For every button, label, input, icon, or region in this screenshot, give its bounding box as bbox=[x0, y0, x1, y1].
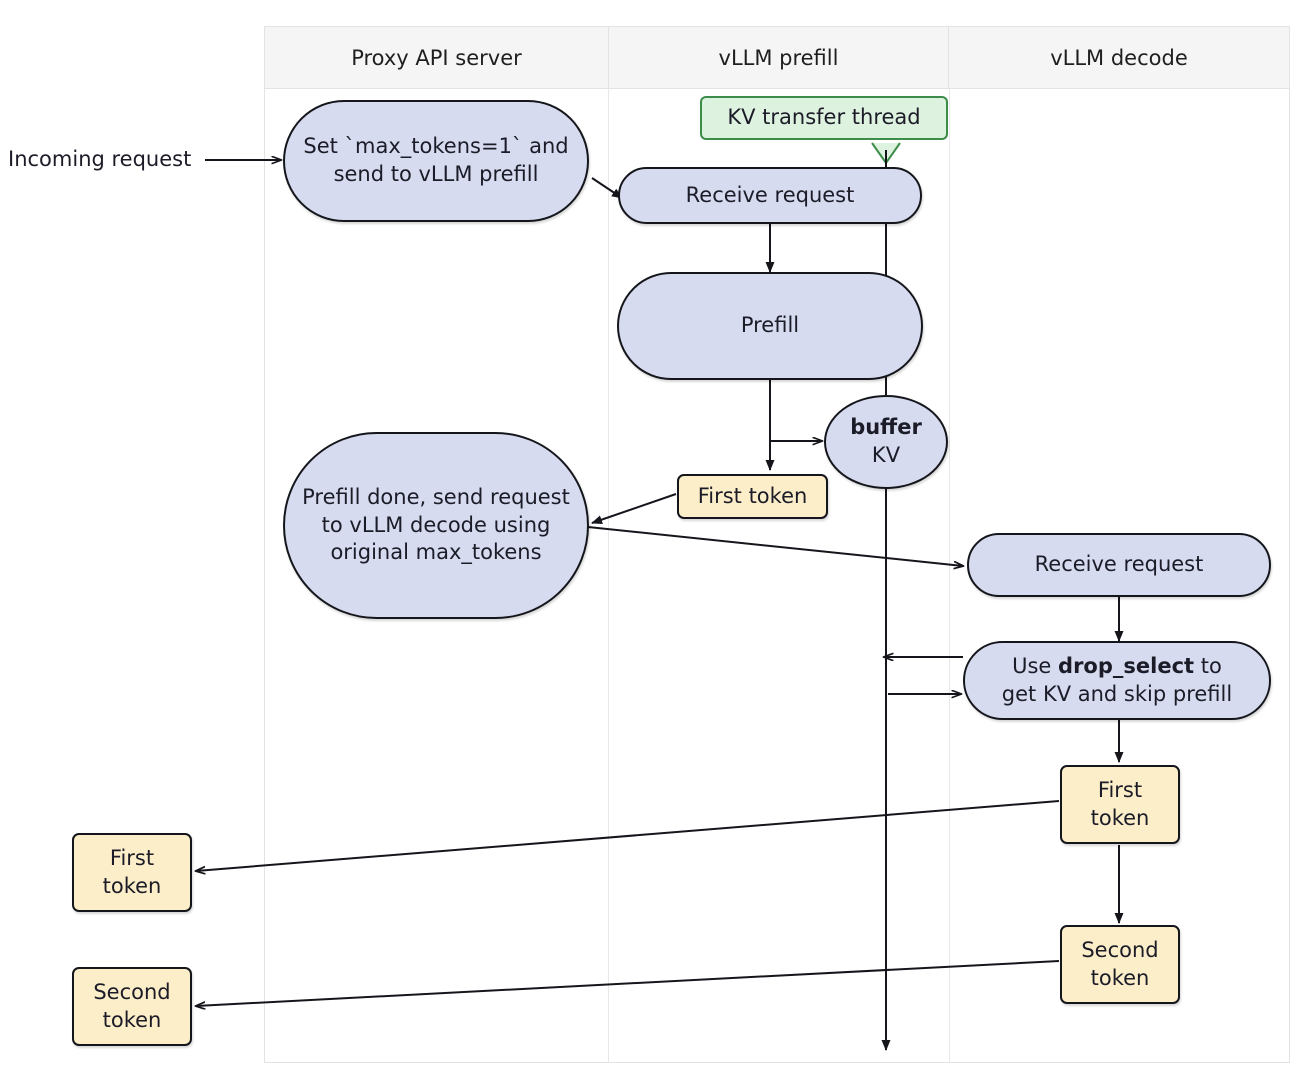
node-set-max-tokens-label: Set `max_tokens=1` and send to vLLM pref… bbox=[303, 134, 569, 186]
lane-divider-prefill-decode bbox=[949, 89, 950, 1062]
node-first-token-output[interactable]: First token bbox=[72, 833, 192, 912]
drop-select-keyword: drop_select bbox=[1058, 653, 1195, 678]
node-first-token-decode[interactable]: First token bbox=[1060, 765, 1180, 844]
node-second-token-output-line1: Second bbox=[93, 979, 171, 1004]
drop-select-text-line2: get KV and skip prefill bbox=[1001, 681, 1233, 706]
node-kv-transfer-thread-label: KV transfer thread bbox=[727, 105, 921, 130]
node-first-token-output-line2: token bbox=[102, 873, 162, 898]
lane-header-decode: vLLM decode bbox=[949, 27, 1289, 88]
node-first-token-output-line1: First bbox=[109, 845, 155, 870]
node-prefill-label: Prefill bbox=[740, 313, 800, 338]
node-first-token-prefill-label: First token bbox=[697, 483, 808, 508]
node-receive-request-prefill[interactable]: Receive request bbox=[618, 167, 922, 224]
lane-divider-proxy-prefill bbox=[608, 89, 609, 1062]
swimlane-header-row: Proxy API server vLLM prefill vLLM decod… bbox=[265, 27, 1289, 89]
lane-header-prefill-label: vLLM prefill bbox=[718, 45, 839, 70]
node-receive-request-prefill-label: Receive request bbox=[685, 182, 855, 207]
node-receive-request-decode-label: Receive request bbox=[1034, 552, 1204, 577]
node-second-token-output-line2: token bbox=[102, 1007, 162, 1032]
drop-select-text-pre: Use bbox=[1012, 653, 1059, 678]
drop-select-text-post: to bbox=[1194, 653, 1222, 678]
edge-first-token-to-prefill-done bbox=[591, 493, 677, 524]
node-first-token-decode-line1: First bbox=[1097, 777, 1143, 802]
node-second-token-decode[interactable]: Second token bbox=[1060, 925, 1180, 1004]
node-first-token-prefill[interactable]: First token bbox=[677, 474, 828, 519]
node-first-token-decode-line2: token bbox=[1090, 805, 1150, 830]
node-prefill[interactable]: Prefill bbox=[617, 272, 923, 380]
edge-prefill-done-to-receive-decode bbox=[587, 526, 963, 566]
node-buffer-kv-label-secondary: KV bbox=[871, 443, 901, 467]
node-buffer-kv-label-primary: buffer bbox=[850, 415, 922, 440]
incoming-request-label: Incoming request bbox=[8, 147, 192, 171]
lane-header-decode-label: vLLM decode bbox=[1050, 45, 1188, 70]
node-receive-request-decode[interactable]: Receive request bbox=[967, 533, 1271, 597]
node-use-drop-select-label: Use drop_select to get KV and skip prefil… bbox=[992, 653, 1242, 708]
edge-set-to-receive-prefill bbox=[591, 177, 623, 199]
node-second-token-decode-line1: Second bbox=[1081, 937, 1159, 962]
node-set-max-tokens[interactable]: Set `max_tokens=1` and send to vLLM pref… bbox=[283, 100, 589, 222]
edge-first-token-decode-to-output bbox=[196, 800, 1060, 871]
node-kv-transfer-thread[interactable]: KV transfer thread bbox=[700, 96, 948, 140]
node-second-token-decode-line2: token bbox=[1090, 965, 1150, 990]
node-use-drop-select[interactable]: Use drop_select to get KV and skip prefil… bbox=[963, 641, 1271, 720]
lane-header-proxy: Proxy API server bbox=[265, 27, 608, 88]
lane-header-prefill: vLLM prefill bbox=[608, 27, 949, 88]
node-prefill-done[interactable]: Prefill done, send request to vLLM decod… bbox=[283, 432, 589, 619]
lane-header-proxy-label: Proxy API server bbox=[351, 45, 522, 70]
edge-second-token-decode-to-output bbox=[196, 960, 1060, 1006]
node-prefill-done-label: Prefill done, send request to vLLM decod… bbox=[302, 484, 570, 565]
node-buffer-kv[interactable]: buffer KV bbox=[824, 395, 948, 489]
node-second-token-output[interactable]: Second token bbox=[72, 967, 192, 1046]
